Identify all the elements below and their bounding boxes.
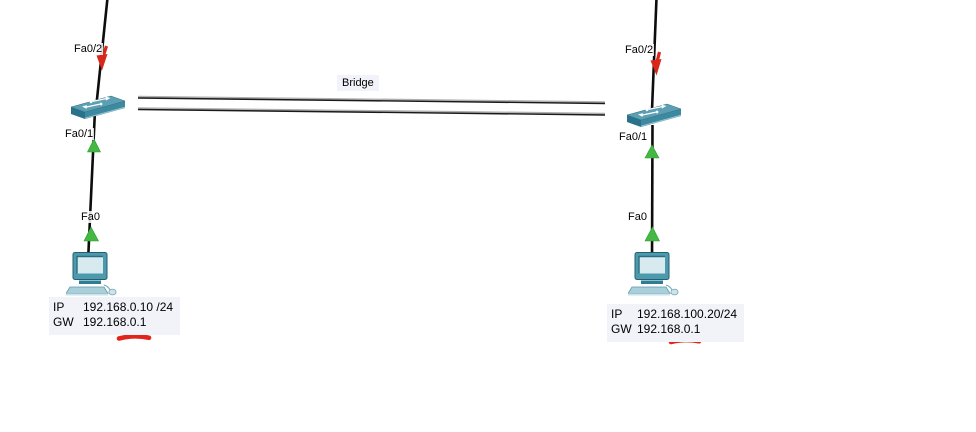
pc-right-info-note: IP 192.168.100.20/24 GW 192.168.0.1 — [607, 304, 745, 342]
switch-icon — [70, 95, 126, 119]
bridge-link-2[interactable] — [137, 107, 606, 116]
status-arrow-right-fa0-up — [644, 226, 660, 242]
port-label-left-fa02: Fa0/2 — [73, 43, 104, 55]
port-label-right-fa0: Fa0 — [627, 211, 648, 223]
bridge-link-label: Bridge — [337, 75, 379, 91]
switch-left[interactable] — [70, 91, 126, 121]
port-label-left-fa01: Fa0/1 — [64, 128, 95, 140]
pc-left-gw-line: GW 192.168.0.1 — [53, 315, 173, 330]
cable-right-uplink[interactable] — [650, 0, 658, 111]
ip-label: IP — [53, 300, 65, 314]
pc-icon — [627, 252, 679, 296]
pc-left-ip-line: IP 192.168.0.10 /24 — [53, 300, 173, 315]
status-arrow-left-fa02-down — [96, 45, 109, 71]
gw-value: 192.168.0.1 — [83, 315, 147, 329]
port-label-right-fa02: Fa0/2 — [624, 44, 655, 56]
gw-label: GW — [611, 322, 632, 336]
switch-right[interactable] — [626, 99, 682, 129]
status-arrow-right-fa01-up — [644, 144, 660, 159]
bridge-link-1[interactable] — [137, 95, 606, 105]
port-label-left-fa0: Fa0 — [80, 211, 101, 223]
pc-right-gw-line: GW 192.168.0.1 — [611, 322, 737, 337]
gw-value: 192.168.0.1 — [637, 322, 701, 336]
switch-arrows-glyph — [638, 104, 667, 117]
pc-icon — [65, 252, 117, 296]
pc-left[interactable] — [65, 252, 118, 296]
gw-label: GW — [53, 315, 74, 329]
port-label-right-fa01: Fa0/1 — [618, 131, 649, 143]
status-arrow-left-fa01-up — [87, 138, 101, 153]
ip-label: IP — [611, 307, 623, 321]
status-arrow-left-fa0-up — [83, 226, 100, 242]
ip-value: 192.168.100.20/24 — [637, 307, 738, 321]
pc-right-ip-line: IP 192.168.100.20/24 — [611, 307, 737, 322]
switch-icon — [626, 103, 682, 127]
ip-value: 192.168.0.10 /24 — [83, 300, 174, 314]
switch-arrows-glyph — [82, 96, 111, 109]
pc-right[interactable] — [627, 252, 680, 296]
pc-left-info-note: IP 192.168.0.10 /24 GW 192.168.0.1 — [49, 297, 181, 335]
status-arrow-right-fa02-down — [650, 51, 662, 76]
marker-underline-left-gw — [116, 334, 152, 341]
